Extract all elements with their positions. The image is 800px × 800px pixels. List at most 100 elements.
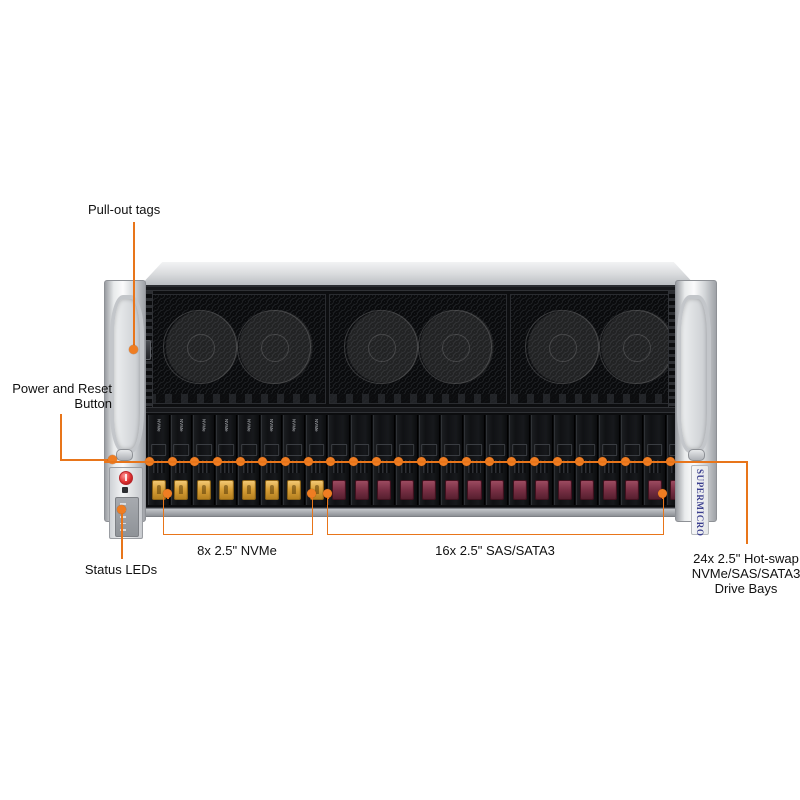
drive-bay-slot [150, 444, 167, 456]
rack-handle-icon[interactable] [110, 295, 144, 453]
leader-line-pullout-tags [133, 222, 135, 349]
drive-bay-slot [601, 444, 618, 456]
sas-drive-latch[interactable] [625, 480, 640, 500]
callout-label-pullout-tags: Pull-out tags [88, 202, 161, 217]
chassis-top-lid [140, 262, 696, 286]
drive-bay-slot [331, 444, 347, 456]
leader-line-bay-row [148, 461, 672, 463]
rack-handle-icon[interactable] [677, 295, 711, 453]
control-panel [109, 467, 143, 539]
drive-bay-slot [646, 444, 663, 456]
drive-bay-slot [353, 444, 370, 456]
drive-bay-tag: NVMe [223, 419, 229, 432]
supermicro-logo-badge: SUPERMICRO [691, 465, 709, 537]
drive-bay[interactable] [463, 415, 486, 505]
leader-line-power-reset-h [60, 459, 112, 461]
fan-icon [417, 310, 492, 385]
status-led-block [115, 497, 139, 537]
mesh-foot [330, 394, 506, 403]
drive-bay-vent [648, 460, 661, 473]
sas-drive-latch[interactable] [377, 480, 392, 500]
nvme-drive-latch[interactable] [196, 480, 211, 500]
fan-mesh-region [144, 290, 692, 408]
drive-bay-vent [197, 460, 210, 473]
brand-label: SUPERMICRO [695, 469, 705, 537]
sas-drive-latch[interactable] [332, 480, 347, 500]
drive-bay[interactable] [644, 415, 666, 505]
sas-drive-latch[interactable] [467, 480, 482, 500]
drive-bay-slot [196, 444, 212, 456]
fan-panel-1 [148, 294, 326, 404]
drive-bay-vent [603, 460, 616, 473]
drive-bay-vent [378, 460, 391, 473]
callout-label-sas-group: 16x 2.5" SAS/SATA3 [435, 543, 555, 558]
drive-bay-vent [490, 460, 504, 473]
drive-bay-slot [466, 444, 483, 456]
sas-drive-latch[interactable] [602, 480, 617, 500]
drive-bay-slot [376, 444, 393, 456]
drive-bay[interactable] [441, 415, 463, 505]
sas-drive-latch[interactable] [557, 480, 572, 500]
callout-label-status-leds: Status LEDs [84, 562, 158, 577]
callout-dot-status-leds [117, 505, 126, 514]
status-led [120, 516, 126, 518]
drive-bay-tag: NVMe [156, 419, 162, 432]
sas-drive-latch[interactable] [422, 480, 437, 500]
nvme-drive-latch[interactable] [264, 480, 279, 500]
drive-bay-slot [534, 444, 550, 456]
handle-latch[interactable] [116, 449, 133, 461]
drive-bay[interactable] [486, 415, 508, 505]
handle-latch[interactable] [688, 449, 705, 461]
power-button[interactable] [119, 471, 133, 485]
sas-drive-latch[interactable] [444, 480, 459, 500]
drive-bay-slot [308, 444, 325, 456]
nvme-drive-latch[interactable] [174, 480, 189, 500]
callout-label-all-bays: 24x 2.5" Hot-swap NVMe/SAS/SATA3 Drive B… [691, 551, 800, 596]
status-led [120, 529, 126, 531]
fan-icon [344, 310, 419, 385]
drive-bay-vent [513, 460, 526, 473]
sas-drive-latch[interactable] [399, 480, 414, 500]
nvme-drive-latch[interactable] [286, 480, 302, 500]
drive-bay[interactable]: NVMe [170, 415, 193, 505]
drive-bay-vent [355, 460, 368, 473]
nvme-drive-latch[interactable] [241, 480, 257, 500]
sas-drive-latch[interactable] [535, 480, 550, 500]
sas-drive-latch[interactable] [580, 480, 595, 500]
drive-bay-vent [175, 460, 188, 473]
drive-bay-slot [624, 444, 641, 456]
drive-bay-tag: NVMe [314, 419, 320, 432]
leader-line-power-reset-v [60, 414, 62, 460]
callout-dot-pullout-tags [129, 345, 138, 354]
drive-bay-slot [556, 444, 573, 456]
drive-bay-vent [445, 460, 458, 473]
drive-bay-vent [152, 460, 165, 473]
nvme-drive-latch[interactable] [219, 480, 234, 500]
drive-bay[interactable] [553, 415, 576, 505]
drive-bay-vent [242, 460, 256, 473]
mesh-foot [149, 394, 325, 403]
sas-drive-latch[interactable] [512, 480, 527, 500]
reset-button[interactable] [122, 487, 128, 493]
drive-bay-tag: NVMe [246, 419, 252, 432]
drive-bay-slot [489, 444, 505, 456]
mesh-foot [511, 394, 687, 403]
drive-bay[interactable] [328, 415, 350, 505]
drive-bay[interactable]: NVMe [193, 415, 215, 505]
fan-icon [525, 310, 600, 385]
drive-bay-vent [468, 460, 481, 473]
sas-drive-latch[interactable] [354, 480, 369, 500]
leader-line-all-bays-h [670, 461, 747, 463]
bracket-tick-sas-start [323, 489, 332, 498]
drive-bay-slot [173, 444, 190, 456]
leader-line-all-bays-v [746, 461, 748, 544]
drive-bay-slot [579, 444, 595, 456]
drive-bay[interactable] [531, 415, 553, 505]
sas-drive-latch[interactable] [489, 480, 505, 500]
drive-bay[interactable]: NVMe [238, 415, 260, 505]
fan-icon [236, 310, 311, 385]
drive-bay[interactable] [621, 415, 644, 505]
drive-bay-slot [241, 444, 257, 456]
